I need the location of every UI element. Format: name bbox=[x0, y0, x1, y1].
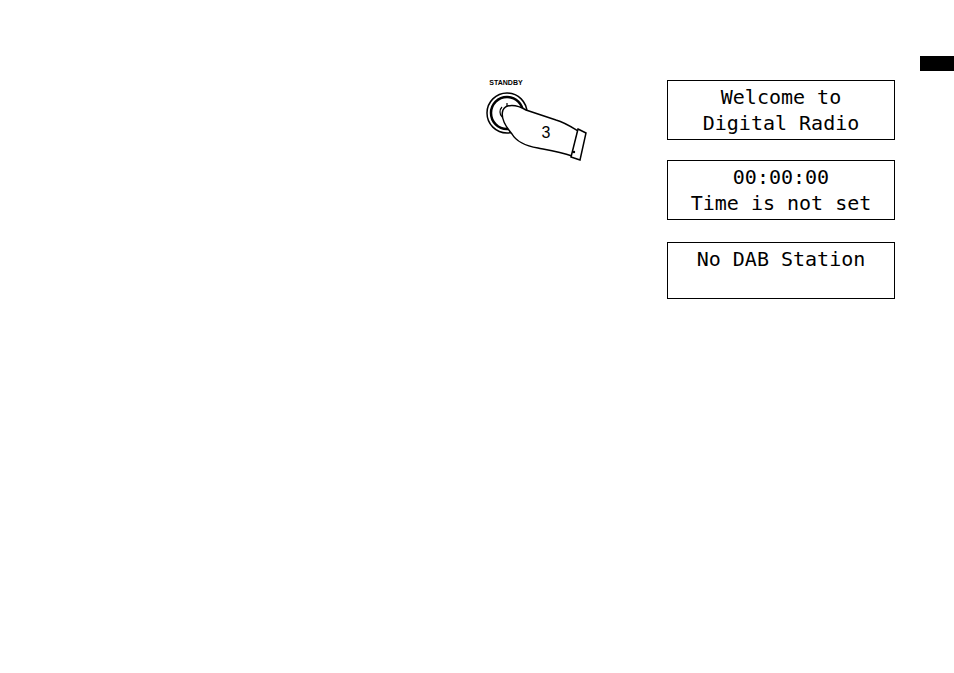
lcd-display: 00:00:00Time is not set bbox=[667, 160, 895, 220]
lcd-display: No DAB Station bbox=[667, 242, 895, 299]
callout-number: 3 bbox=[542, 124, 551, 142]
page-tab bbox=[920, 56, 954, 71]
display-text: No DAB Station bbox=[697, 246, 866, 272]
display-text: Time is not set bbox=[691, 190, 872, 216]
display-text: Welcome to bbox=[721, 84, 841, 110]
lcd-display: Welcome toDigital Radio bbox=[667, 80, 895, 140]
display-text: Digital Radio bbox=[703, 110, 860, 136]
display-text: 00:00:00 bbox=[733, 164, 829, 190]
pointing-hand bbox=[502, 106, 586, 161]
button-label: STANDBY bbox=[489, 79, 522, 86]
